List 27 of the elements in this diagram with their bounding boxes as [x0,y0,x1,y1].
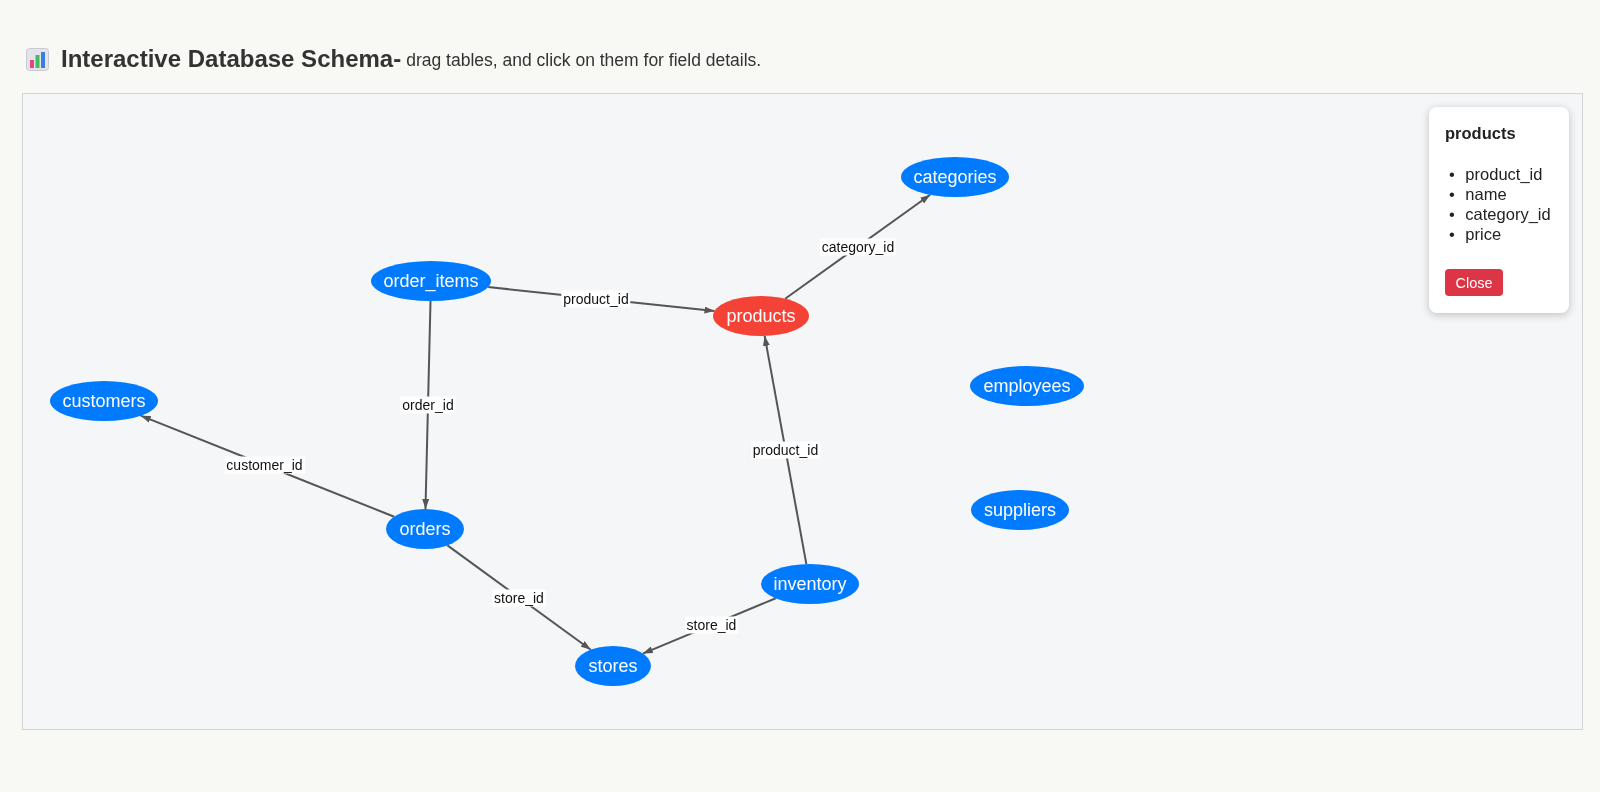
edge-label: store_id [684,616,739,634]
table-node: orders [386,509,464,549]
selected-table-node: products [713,296,809,336]
table-node: categories [901,157,1009,197]
edge-label: category_id [819,238,897,255]
arrow [763,334,808,566]
edge-label: customer_id [224,456,305,474]
table-node: stores [575,646,651,686]
table-node: inventory [761,564,859,604]
table-node: order_items [371,261,491,301]
edge-label: store_id [492,589,546,606]
page-title: Interactive Database Schema- [61,45,402,73]
panel-heading: products [1445,123,1517,143]
field-item: • product_id [1448,164,1543,184]
details-panel [1429,107,1569,313]
subtitle: drag tables, and click on them for field details. [406,49,762,71]
arrow [422,300,432,510]
table-node: employees [970,366,1084,406]
field-item: • category_id [1448,204,1551,224]
edge-label: product_id [750,441,821,459]
table-node: suppliers [971,490,1069,530]
close-button: Close [1445,269,1503,296]
field-item: • name [1448,184,1507,204]
edge-label: order_id [400,396,456,414]
edge-label: product_id [561,290,631,307]
table-node: customers [50,381,158,421]
field-item: • price [1448,224,1502,244]
